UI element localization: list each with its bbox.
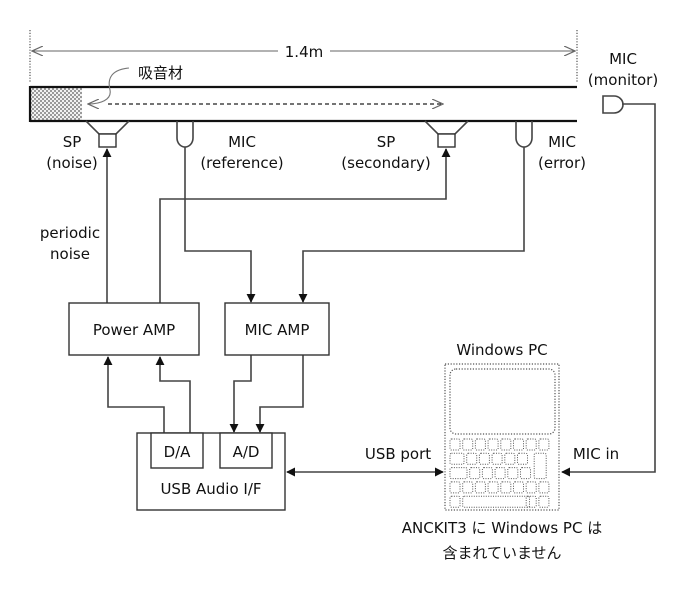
usb-audio-if-label: USB Audio I/F bbox=[160, 480, 261, 498]
usb-port-label: USB port bbox=[365, 445, 431, 463]
mic-amp-box bbox=[224, 302, 330, 356]
wire-mic-monitor-to-pc bbox=[561, 103, 656, 477]
keyboard-key bbox=[487, 481, 499, 494]
speaker-magnet-icon bbox=[437, 133, 456, 148]
keyboard-key bbox=[500, 481, 512, 494]
usb-audio-interface: D/A A/D USB Audio I/F bbox=[136, 432, 286, 511]
keyboard-key bbox=[474, 481, 486, 494]
wire-da-to-poweramp-ch1 bbox=[103, 356, 165, 433]
pc-keyboard-icon bbox=[449, 438, 550, 508]
mic-reference-name: MIC bbox=[228, 133, 256, 151]
keyboard-key bbox=[466, 452, 478, 465]
microphone-icon bbox=[515, 121, 533, 148]
speaker-noise-name: SP bbox=[63, 133, 82, 151]
mic-in-label: MIC in bbox=[573, 445, 619, 463]
keyboard-key bbox=[487, 438, 499, 451]
power-amp-box bbox=[68, 302, 200, 356]
mic-reference: MIC (reference) bbox=[176, 121, 284, 172]
keyboard-key bbox=[462, 481, 474, 494]
mic-amp-label: MIC AMP bbox=[245, 321, 310, 339]
note-line1: ANCKIT3 に Windows PC は bbox=[402, 519, 602, 537]
speaker-secondary: SP (secondary) bbox=[341, 120, 469, 172]
speaker-cone-icon bbox=[424, 120, 469, 135]
periodic-noise-label-line2: noise bbox=[50, 245, 90, 263]
keyboard-key bbox=[500, 438, 512, 451]
note-line2: 含まれていません bbox=[442, 544, 561, 562]
pc-screen-icon bbox=[449, 368, 556, 435]
speaker-magnet-icon bbox=[98, 133, 117, 148]
keyboard-key bbox=[504, 452, 516, 465]
speaker-secondary-role: (secondary) bbox=[341, 154, 430, 172]
keyboard-key bbox=[481, 467, 493, 480]
speaker-noise: SP (noise) bbox=[46, 120, 130, 172]
keyboard-key bbox=[513, 481, 524, 494]
keyboard-key bbox=[538, 438, 550, 451]
duct: 吸音材 bbox=[28, 64, 577, 123]
keyboard-key bbox=[449, 467, 468, 480]
wire-micamp-to-ad-ch1 bbox=[229, 355, 252, 433]
speaker-secondary-name: SP bbox=[377, 133, 396, 151]
length-dimension: 1.4m bbox=[29, 30, 578, 82]
mic-error: MIC (error) bbox=[515, 121, 586, 172]
speaker-noise-role: (noise) bbox=[46, 154, 98, 172]
mic-error-role: (error) bbox=[538, 154, 586, 172]
keyboard-key bbox=[478, 452, 490, 465]
keyboard-key bbox=[525, 481, 537, 494]
mic-error-name: MIC bbox=[548, 133, 576, 151]
keyboard-key bbox=[525, 495, 537, 508]
pc-outline bbox=[444, 363, 560, 511]
speaker-cone-icon bbox=[85, 120, 130, 135]
wire-micamp-to-ad-ch2 bbox=[255, 355, 304, 433]
keyboard-key bbox=[449, 495, 461, 508]
keyboard-key bbox=[538, 481, 550, 494]
power-amp-label: Power AMP bbox=[93, 321, 175, 339]
da-converter-box bbox=[150, 432, 204, 469]
microphone-icon bbox=[602, 95, 624, 114]
mic-monitor: MIC (monitor) bbox=[588, 50, 658, 114]
wire-mic-reference-to-micamp bbox=[184, 147, 256, 303]
keyboard-key bbox=[517, 452, 528, 465]
sound-absorber bbox=[31, 88, 82, 121]
mic-monitor-name: MIC bbox=[609, 50, 637, 68]
keyboard-key bbox=[533, 452, 547, 480]
mic-amp: MIC AMP bbox=[224, 302, 330, 356]
ad-converter-box bbox=[219, 432, 273, 469]
keyboard-key bbox=[474, 438, 486, 451]
ad-label: A/D bbox=[233, 443, 260, 461]
da-label: D/A bbox=[164, 443, 192, 461]
windows-pc: Windows PC bbox=[444, 341, 560, 511]
mic-monitor-role: (monitor) bbox=[588, 71, 658, 89]
keyboard-key bbox=[525, 438, 537, 451]
keyboard-key bbox=[491, 452, 503, 465]
microphone-icon bbox=[176, 121, 194, 148]
keyboard-key bbox=[449, 481, 461, 494]
keyboard-key bbox=[538, 495, 550, 508]
signal-wires bbox=[102, 103, 656, 477]
keyboard-key bbox=[449, 452, 465, 465]
keyboard-key bbox=[462, 438, 474, 451]
keyboard-key bbox=[469, 467, 481, 480]
length-label: 1.4m bbox=[285, 43, 323, 61]
power-amp: Power AMP bbox=[68, 302, 200, 356]
keyboard-key bbox=[520, 467, 531, 480]
keyboard-key bbox=[462, 495, 531, 508]
windows-pc-label: Windows PC bbox=[456, 341, 547, 359]
keyboard-key bbox=[507, 467, 519, 480]
absorber-label: 吸音材 bbox=[138, 64, 183, 82]
wire-poweramp-to-sp-secondary bbox=[159, 148, 451, 303]
mic-reference-role: (reference) bbox=[200, 154, 283, 172]
periodic-noise-label-line1: periodic bbox=[40, 224, 100, 242]
absorber-pointer-arrow bbox=[88, 67, 130, 104]
keyboard-key bbox=[494, 467, 506, 480]
keyboard-key bbox=[513, 438, 524, 451]
wire-da-to-poweramp-ch2 bbox=[155, 356, 191, 433]
keyboard-key bbox=[449, 438, 461, 451]
wire-mic-error-to-micamp bbox=[298, 147, 525, 303]
